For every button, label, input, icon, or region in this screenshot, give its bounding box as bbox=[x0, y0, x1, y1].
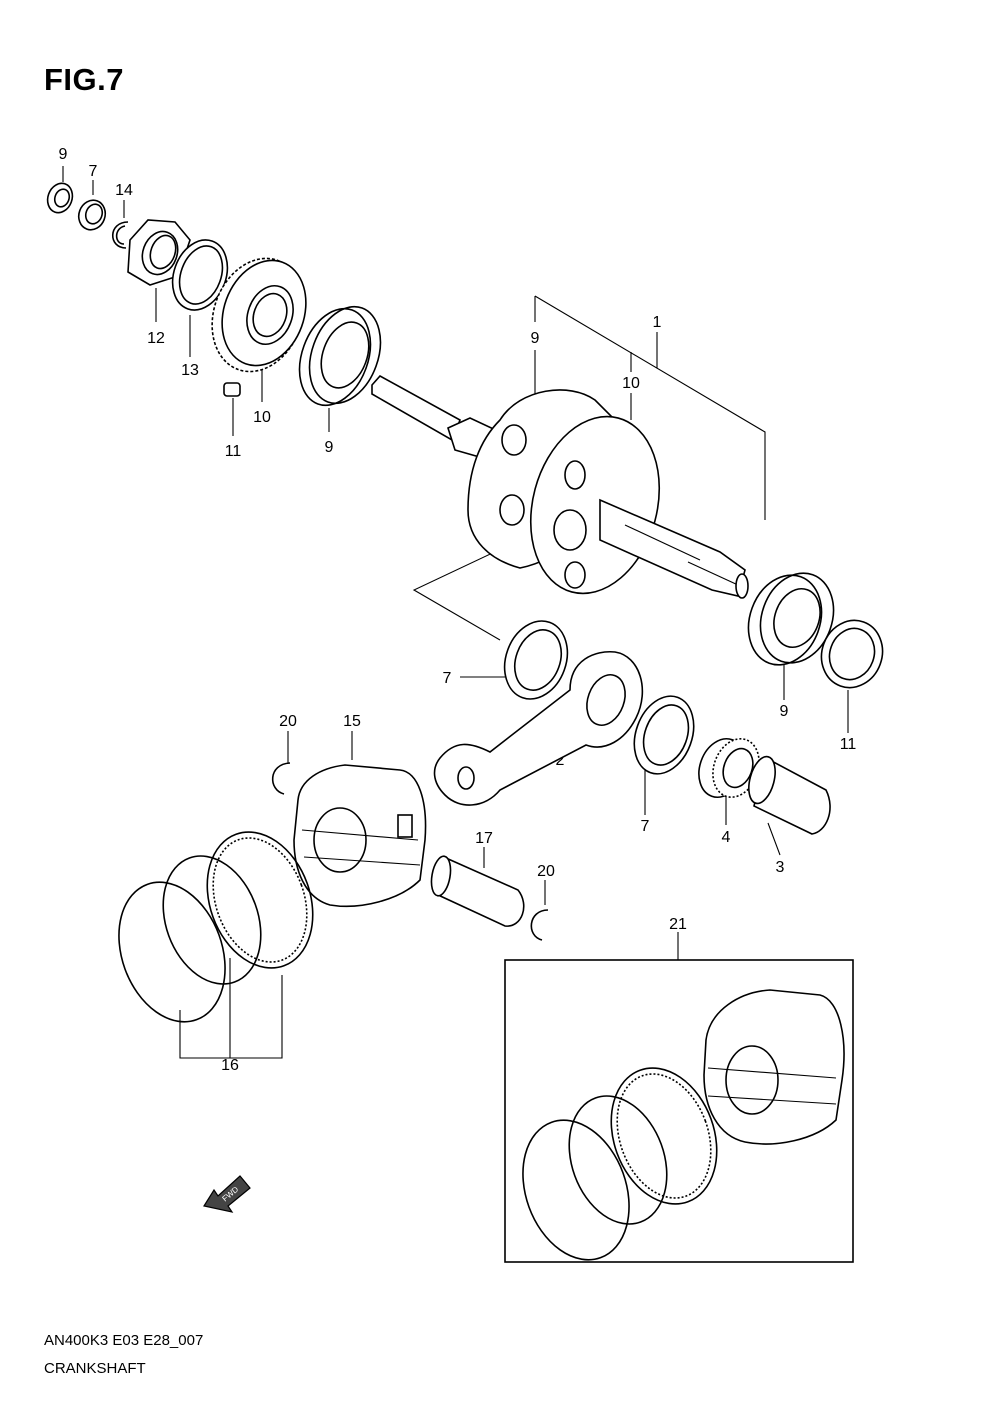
part-1-crankshaft-assembly bbox=[371, 374, 749, 599]
callout-8: 7 bbox=[89, 163, 98, 180]
part-20-circlip-lower bbox=[530, 909, 549, 941]
callout-5: 9 bbox=[531, 330, 540, 347]
part-9-bearing-upper bbox=[298, 305, 382, 407]
figure-title: FIG.7 bbox=[44, 62, 125, 97]
callout-6: 10 bbox=[622, 375, 640, 392]
callout-3: 3 bbox=[776, 859, 785, 876]
callout-11: 11 bbox=[840, 736, 857, 753]
callout-7-left: 7 bbox=[443, 670, 452, 687]
forward-arrow-icon: FWD bbox=[203, 1175, 251, 1213]
callout-labels: 9 7 14 12 13 10 11 9 9 1 10 7 2 7 9 11 4… bbox=[59, 146, 857, 1074]
callout-15: 13 bbox=[181, 362, 199, 379]
callout-1: 1 bbox=[653, 314, 662, 331]
callout-20-lower: 20 bbox=[537, 863, 555, 880]
model-code: AN400K3 E03 E28_007 bbox=[44, 1332, 204, 1349]
callout-18: 16 bbox=[221, 1057, 239, 1074]
callout-10: 9 bbox=[59, 146, 68, 163]
part-3-crank-pin bbox=[748, 755, 831, 835]
part-11-oil-seal bbox=[820, 619, 884, 689]
callout-12: 10 bbox=[253, 409, 271, 426]
part-19-piston-pin bbox=[430, 855, 525, 927]
callout-9-lower: 9 bbox=[780, 703, 789, 720]
part-10-oil-seal bbox=[46, 182, 74, 214]
part-7-thrust-washer-right bbox=[633, 695, 695, 775]
part-9-bearing-lower bbox=[747, 572, 835, 666]
callout-21: 21 bbox=[669, 916, 687, 933]
part-16-circlip bbox=[111, 221, 129, 249]
callout-9-upper: 9 bbox=[325, 439, 334, 456]
callout-14: 12 bbox=[147, 330, 165, 347]
part-12-gear bbox=[211, 257, 307, 373]
part-13-pin bbox=[223, 382, 241, 397]
part-7-thrust-washer-left bbox=[503, 620, 569, 700]
callout-20-upper: 20 bbox=[279, 713, 297, 730]
section-name: CRANKSHAFT bbox=[44, 1360, 146, 1377]
part-17-piston bbox=[293, 764, 427, 908]
leader-lines bbox=[62, 166, 849, 1059]
callout-13: 11 bbox=[225, 443, 242, 460]
part-2-connecting-rod bbox=[433, 650, 644, 806]
part-18-piston-rings bbox=[118, 831, 314, 1023]
part-4-needle-bearing bbox=[698, 738, 760, 798]
callout-19: 17 bbox=[475, 830, 493, 847]
part-20-circlip-upper bbox=[271, 762, 291, 795]
part-8-bearing bbox=[77, 199, 107, 231]
callout-7-right: 7 bbox=[641, 818, 650, 835]
callout-16: 14 bbox=[115, 182, 133, 199]
callout-4: 4 bbox=[722, 829, 731, 846]
callout-17: 15 bbox=[343, 713, 361, 730]
part-21-piston-set-box bbox=[504, 959, 854, 1263]
part-15-washer bbox=[171, 239, 229, 311]
callout-2: 2 bbox=[556, 752, 565, 769]
